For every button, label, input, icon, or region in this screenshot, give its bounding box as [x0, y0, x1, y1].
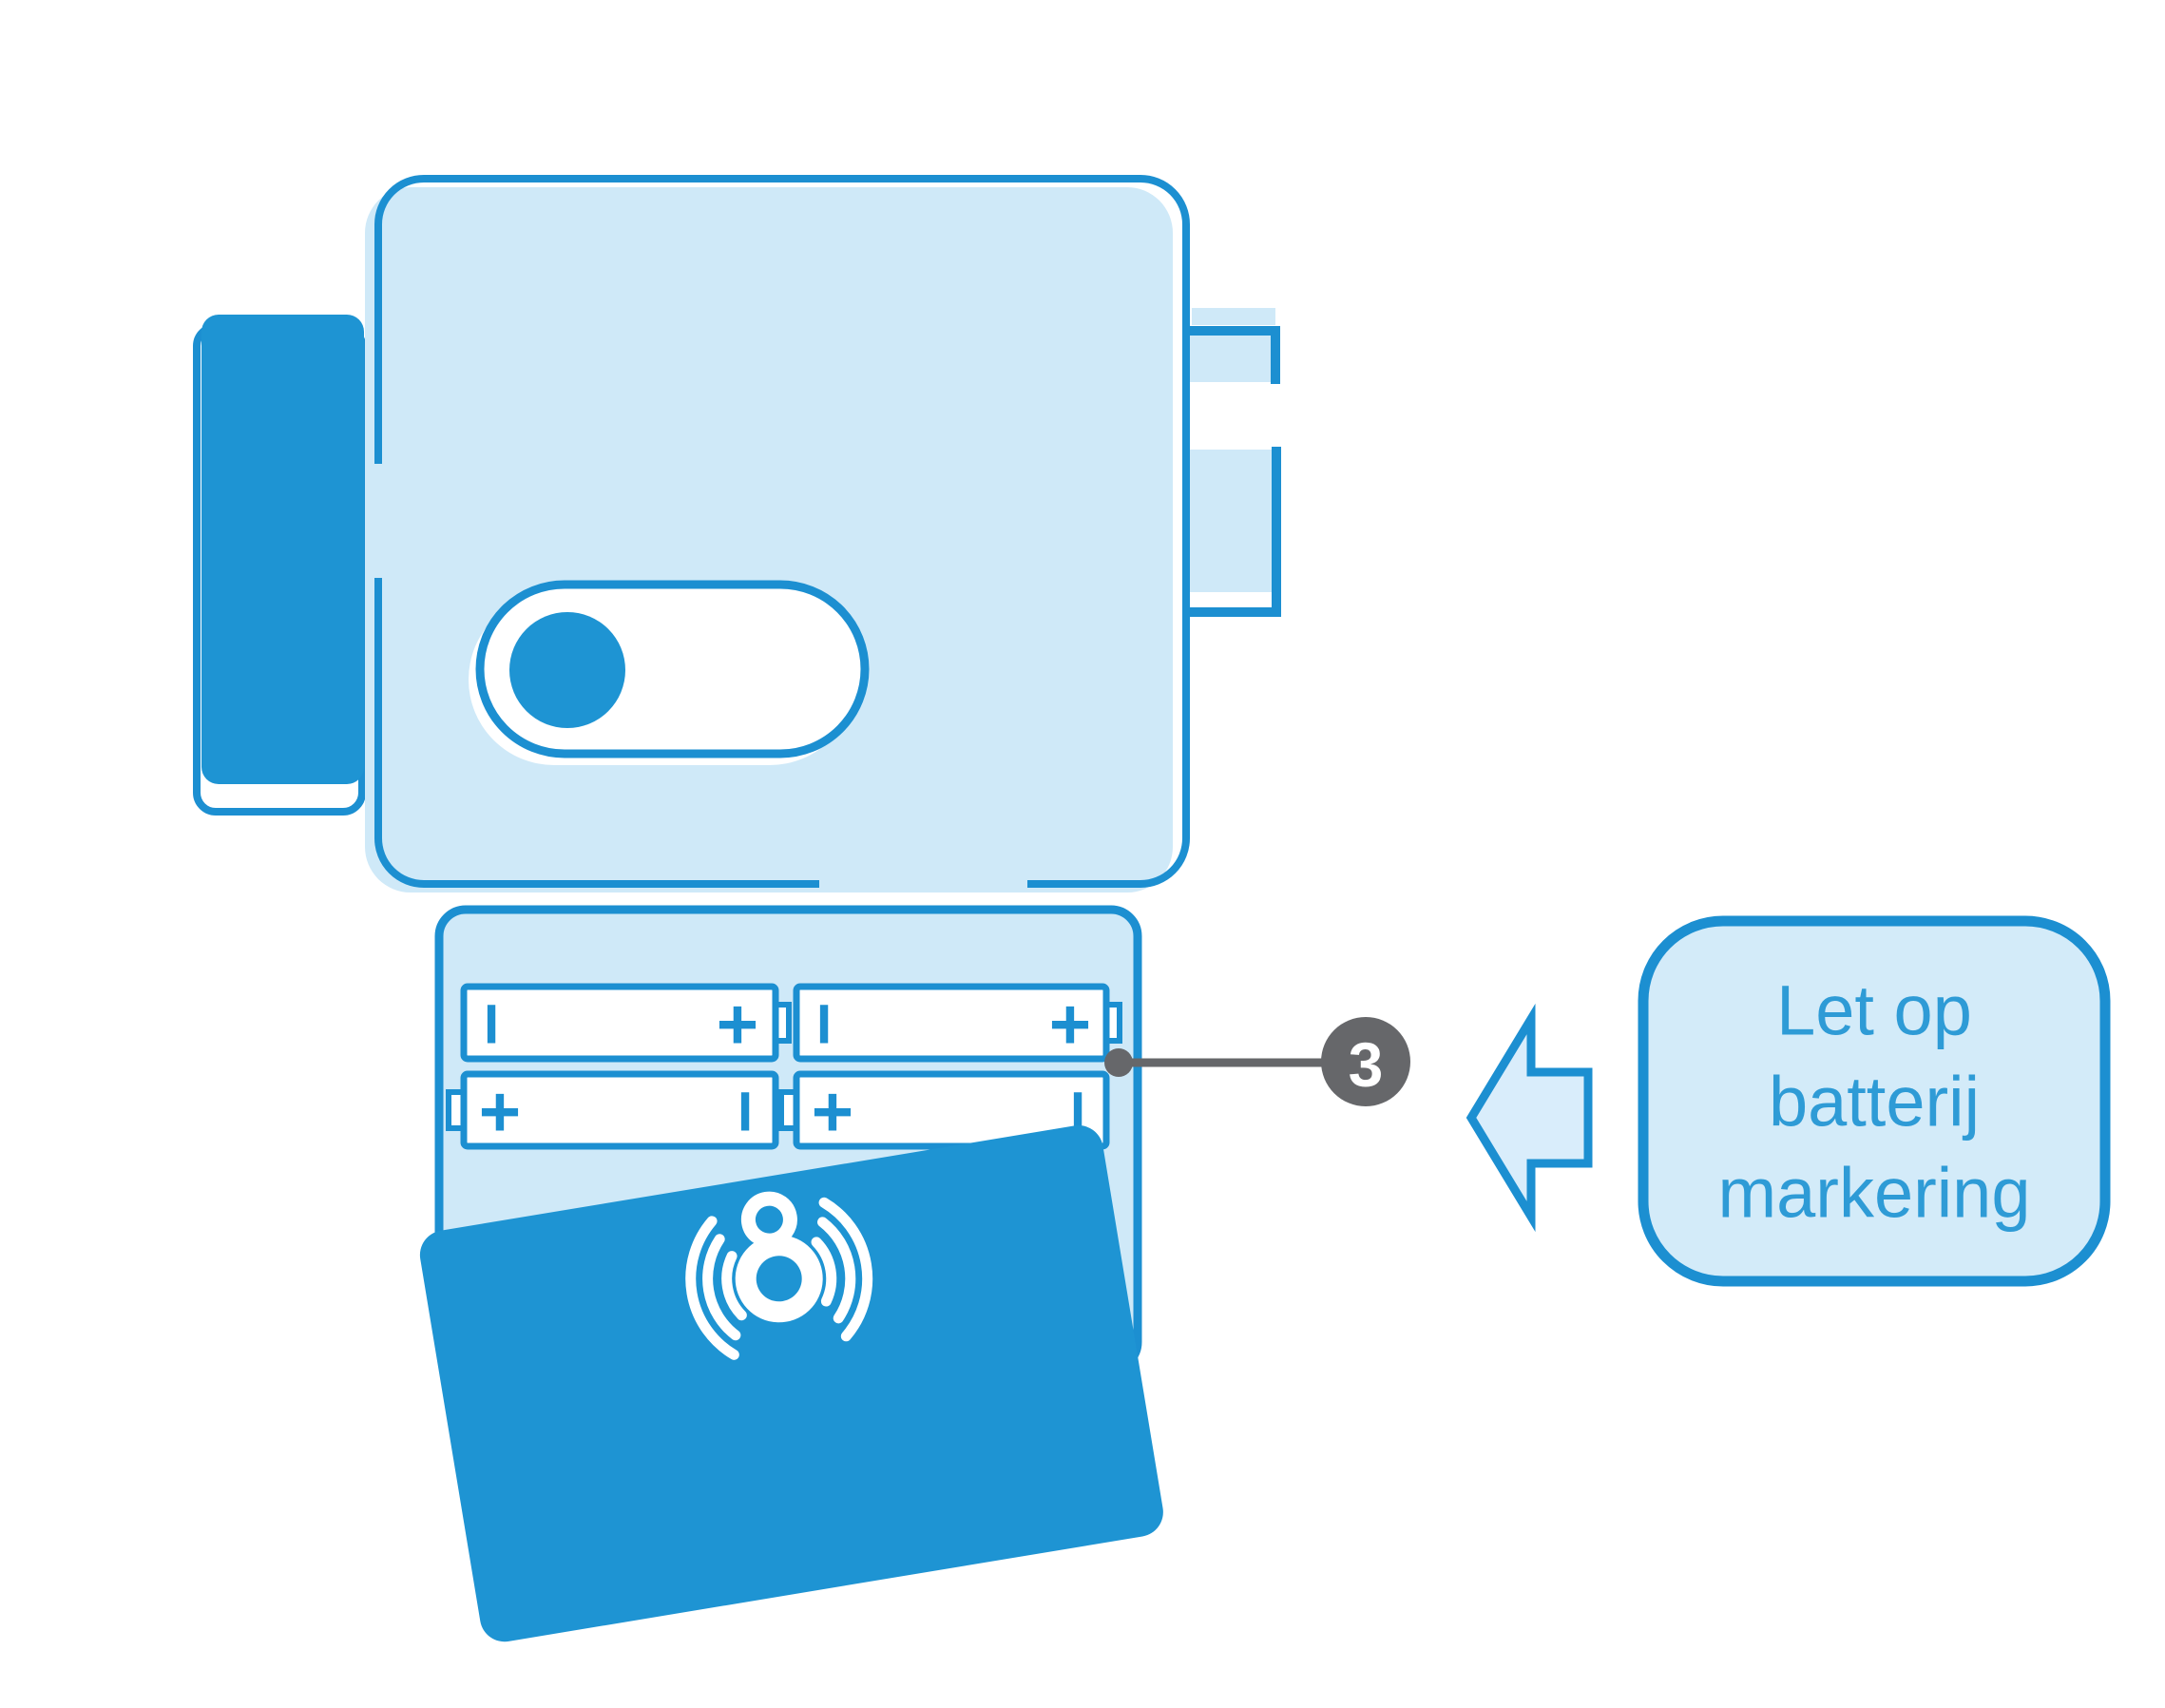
- minus-mark: I: [738, 1082, 753, 1143]
- latch-tab-lower-outline: [1183, 447, 1281, 617]
- signal-waves-left: [685, 1216, 747, 1360]
- battery-outline: [460, 983, 779, 1063]
- signal-waves-right: [811, 1197, 873, 1342]
- plus-mark: +: [1049, 985, 1091, 1065]
- callout-line: Let op: [1776, 971, 1972, 1050]
- battery-top-left: I +: [460, 983, 792, 1065]
- latch-tabs: [1183, 308, 1281, 617]
- arrow-left-icon: [1466, 1003, 1593, 1233]
- lock-keyhole: [756, 1256, 802, 1302]
- latch-tab-upper-fill: [1188, 327, 1275, 382]
- lock-body-fill: [365, 187, 1173, 892]
- access-card: [419, 1124, 1163, 1642]
- wireless-lock-icon: [685, 1191, 873, 1360]
- thumbturn-bar-fill: [201, 315, 364, 784]
- toggle-knob: [509, 612, 625, 728]
- step-badge: [1321, 1017, 1410, 1106]
- latch-tab-upper-shadow: [1192, 308, 1275, 325]
- plus-mark: +: [479, 1072, 521, 1153]
- battery-outline: [793, 983, 1110, 1063]
- access-card-body: [419, 1124, 1163, 1642]
- plus-mark: +: [812, 1072, 853, 1153]
- step-callout: 3: [1104, 1017, 1410, 1106]
- latch-tab-lower-fill: [1188, 450, 1274, 592]
- leader-dot: [1104, 1048, 1133, 1077]
- thumbturn-bar: [193, 315, 366, 816]
- battery-outline: [460, 1070, 779, 1150]
- minus-mark: I: [816, 994, 832, 1056]
- battery-bottom-right: + I: [778, 1070, 1110, 1153]
- lock-body: [365, 175, 1190, 892]
- callout-bubble: Let op batterij markering: [1638, 915, 2111, 1287]
- callout-line: batterij: [1769, 1063, 1980, 1142]
- minus-mark: I: [484, 994, 499, 1056]
- callout-bubble-box: [1638, 915, 2111, 1287]
- power-toggle: [469, 580, 870, 765]
- callout-line: markering: [1718, 1154, 2031, 1233]
- plus-mark: +: [717, 985, 758, 1065]
- step-badge-number: 3: [1349, 1029, 1384, 1100]
- outline-gap-bottom: [819, 876, 1027, 891]
- latch-tab-upper-outline: [1183, 326, 1280, 384]
- outline-gap-left: [370, 464, 386, 578]
- battery-bottom-left: + I: [446, 1070, 779, 1153]
- battery-top-right: I +: [793, 983, 1122, 1065]
